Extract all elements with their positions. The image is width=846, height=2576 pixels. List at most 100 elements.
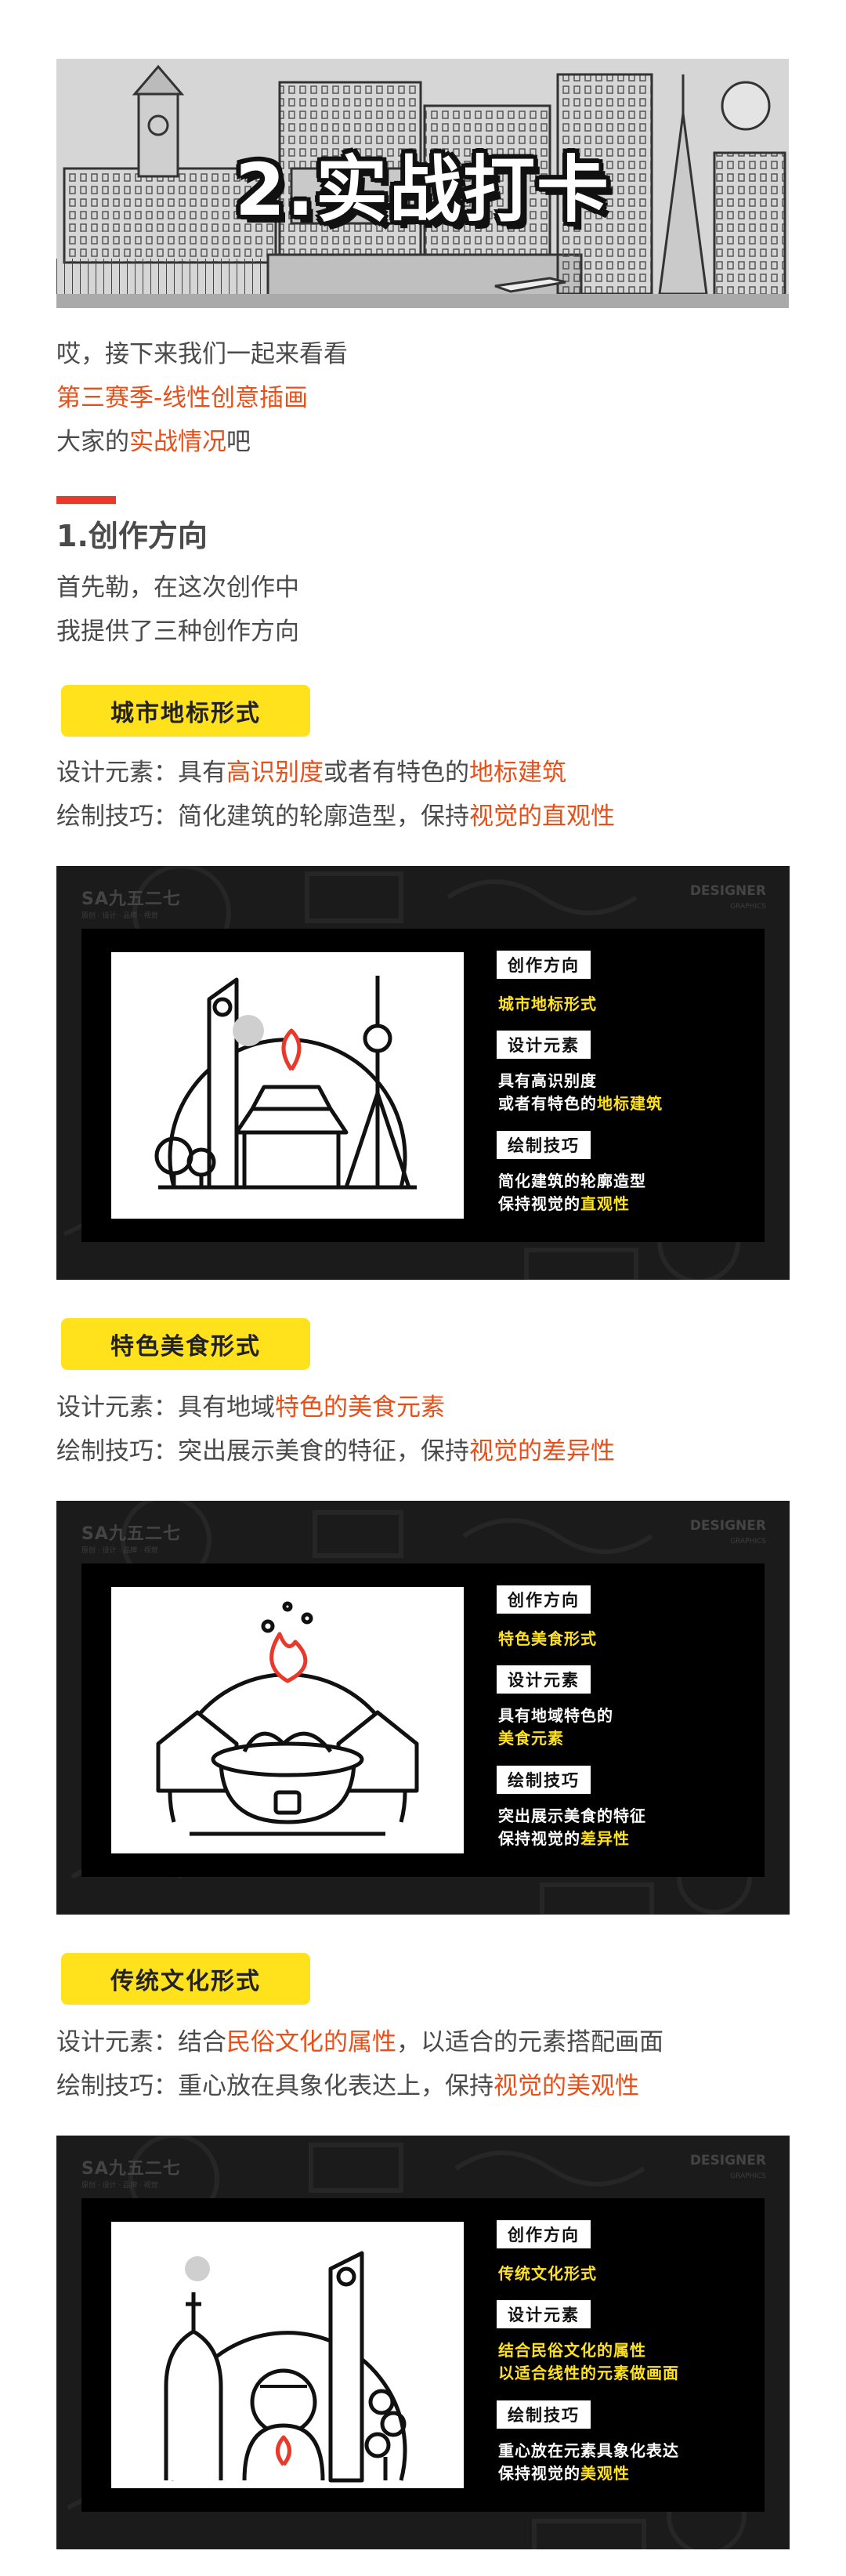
direction-pill-culture: 传统文化形式 <box>61 1953 310 2005</box>
value-elements-line-2: 或者有特色的地标建筑 <box>498 1092 663 1115</box>
intro-line-1: 哎，接下来我们一起来看看 <box>56 340 348 368</box>
tag-technique: 绘制技巧 <box>497 1131 591 1159</box>
brand-right-1: DESIGNER <box>689 2153 766 2168</box>
banner-title: 2.实战打卡 <box>235 147 610 232</box>
culture-illustration <box>164 2251 407 2483</box>
direction-pill-food: 特色美食形式 <box>61 1318 310 1370</box>
illustration-panel <box>111 952 464 1219</box>
brand-sub: 原创 · 设计 · 品牌 · 视觉 <box>81 2182 158 2190</box>
direction-2-elements: 设计元素：具有地域特色的美食元素 <box>56 1392 445 1423</box>
elem-prefix: 设计元素：具有 <box>56 759 226 787</box>
section-heading: 1.创作方向 <box>56 519 208 553</box>
tech-highlight: 视觉的直观性 <box>469 803 615 831</box>
value-elements: 具有高识别度 或者有特色的地标建筑 <box>498 1070 663 1115</box>
tech-prefix: 绘制技巧：突出展示美食的特征，保持 <box>56 1437 469 1466</box>
food-illustration <box>156 1601 419 1836</box>
value-technique: 突出展示美食的特征 保持视觉的差异性 <box>498 1805 646 1850</box>
example-card-food: SA九五二七原创 · 设计 · 品牌 · 视觉 DESIGNER GRAPHICS <box>56 1501 790 1915</box>
value-elements-line-1: 结合民俗文化的属性 <box>498 2341 646 2360</box>
header-banner: 2.实战打卡 <box>56 59 789 308</box>
value-direction: 城市地标形式 <box>498 995 597 1013</box>
v3-b: 差异性 <box>580 1829 630 1848</box>
tag-elements: 设计元素 <box>497 1031 591 1059</box>
brand-right-2: GRAPHICS <box>730 2172 766 2180</box>
v3-a: 保持视觉的 <box>498 1829 580 1848</box>
value-direction: 特色美食形式 <box>498 1629 597 1648</box>
brand-right-2: GRAPHICS <box>730 903 766 911</box>
value-elements-line-2: 以适合线性的元素做画面 <box>498 2364 679 2382</box>
tech-prefix: 绘制技巧：简化建筑的轮廓造型，保持 <box>56 803 469 831</box>
value-technique-line-1: 突出展示美食的特征 <box>498 1806 646 1825</box>
value-technique: 重心放在元素具象化表达 保持视觉的美观性 <box>498 2440 679 2485</box>
card-inner: 创作方向 传统文化形式 设计元素 结合民俗文化的属性 以适合线性的元素做画面 绘… <box>81 2198 765 2512</box>
brand-name: SA九五二七 <box>81 889 181 909</box>
elem-highlight: 高识别度 <box>226 759 324 787</box>
elem-highlight: 特色的美食元素 <box>275 1393 445 1422</box>
direction-pill-city: 城市地标形式 <box>61 685 310 737</box>
card-brand-right: DESIGNER GRAPHICS <box>690 1518 766 1549</box>
landmark-illustration <box>154 976 417 1190</box>
v2-a: 或者有特色的 <box>498 1094 597 1113</box>
tag-technique: 绘制技巧 <box>497 1766 591 1794</box>
v3-b: 美观性 <box>580 2464 630 2483</box>
brand-name: SA九五二七 <box>81 1524 181 1544</box>
brand-name: SA九五二七 <box>81 2159 181 2179</box>
intro-line-2: 第三赛季-线性创意插画 <box>56 384 309 412</box>
value-technique-line-2: 保持视觉的美观性 <box>498 2462 679 2485</box>
example-card-city: SA九五二七原创 · 设计 · 品牌 · 视觉 DESIGNER GRAPHICS <box>56 866 790 1280</box>
elem-highlight-2: 地标建筑 <box>469 759 566 787</box>
card-inner: 创作方向 特色美食形式 设计元素 具有地域特色的 美食元素 绘制技巧 突出展示美… <box>81 1563 765 1877</box>
intro-line-3: 大家的实战情况吧 <box>56 426 251 458</box>
direction-3-technique: 绘制技巧：重心放在具象化表达上，保持视觉的美观性 <box>56 2071 639 2102</box>
elem-highlight: 民俗文化的属性 <box>226 2028 396 2056</box>
value-technique-line-1: 重心放在元素具象化表达 <box>498 2441 679 2460</box>
section-desc-2: 我提供了三种创作方向 <box>56 618 299 646</box>
section-desc-1: 首先勒，在这次创作中 <box>56 574 299 602</box>
elem-prefix: 设计元素：具有地域 <box>56 1393 275 1422</box>
v3-a: 保持视觉的 <box>498 2464 580 2483</box>
card-inner: 创作方向 城市地标形式 设计元素 具有高识别度 或者有特色的地标建筑 绘制技巧 … <box>81 929 765 1242</box>
intro-highlight: 实战情况 <box>129 428 226 456</box>
value-elements: 具有地域特色的 美食元素 <box>498 1705 613 1750</box>
tag-direction: 创作方向 <box>497 2220 591 2248</box>
brand-sub: 原创 · 设计 · 品牌 · 视觉 <box>81 912 158 920</box>
v3-b: 直观性 <box>580 1194 630 1213</box>
tag-direction: 创作方向 <box>497 951 591 979</box>
brand-right-2: GRAPHICS <box>730 1538 766 1545</box>
card-brand-left: SA九五二七原创 · 设计 · 品牌 · 视觉 <box>81 2154 181 2190</box>
tech-prefix: 绘制技巧：重心放在具象化表达上，保持 <box>56 2072 494 2100</box>
v3-a: 保持视觉的 <box>498 1194 580 1213</box>
elem-mid: 或者有特色的 <box>324 759 469 787</box>
brand-right-1: DESIGNER <box>689 883 766 899</box>
value-technique-line-2: 保持视觉的直观性 <box>498 1193 646 1216</box>
elem-prefix: 设计元素：结合 <box>56 2028 226 2056</box>
value-elements: 结合民俗文化的属性 以适合线性的元素做画面 <box>498 2339 679 2385</box>
tech-highlight: 视觉的美观性 <box>494 2072 639 2100</box>
intro-line-3-a: 大家的 <box>56 428 129 456</box>
tag-technique: 绘制技巧 <box>497 2400 591 2429</box>
direction-2-technique: 绘制技巧：突出展示美食的特征，保持视觉的差异性 <box>56 1436 615 1467</box>
intro-line-3-c: 吧 <box>226 428 251 456</box>
card-brand-right: DESIGNER GRAPHICS <box>690 883 766 915</box>
tag-direction: 创作方向 <box>497 1585 591 1614</box>
card-brand-left: SA九五二七原创 · 设计 · 品牌 · 视觉 <box>81 885 181 920</box>
illustration-panel <box>111 1587 464 1853</box>
value-technique: 简化建筑的轮廓造型 保持视觉的直观性 <box>498 1170 646 1216</box>
value-elements-line-1: 具有高识别度 <box>498 1071 597 1090</box>
tag-elements: 设计元素 <box>497 2300 591 2328</box>
value-technique-line-2: 保持视觉的差异性 <box>498 1828 646 1850</box>
elem-suffix: ，以适合的元素搭配画面 <box>396 2028 663 2056</box>
tag-elements: 设计元素 <box>497 1665 591 1694</box>
value-elements-line-1: 具有地域特色的 <box>498 1706 613 1725</box>
city-skyline-illustration <box>56 59 789 308</box>
illustration-panel <box>111 2222 464 2488</box>
value-elements-line-2: 美食元素 <box>498 1729 564 1748</box>
tech-highlight: 视觉的差异性 <box>469 1437 615 1466</box>
card-brand-right: DESIGNER GRAPHICS <box>690 2153 766 2184</box>
card-brand-left: SA九五二七原创 · 设计 · 品牌 · 视觉 <box>81 1520 181 1555</box>
value-technique-line-1: 简化建筑的轮廓造型 <box>498 1172 646 1190</box>
example-card-culture: SA九五二七原创 · 设计 · 品牌 · 视觉 DESIGNER GRAPHICS <box>56 2136 790 2549</box>
direction-3-elements: 设计元素：结合民俗文化的属性，以适合的元素搭配画面 <box>56 2027 663 2058</box>
direction-1-elements: 设计元素：具有高识别度或者有特色的地标建筑 <box>56 757 566 788</box>
brand-right-1: DESIGNER <box>689 1518 766 1534</box>
